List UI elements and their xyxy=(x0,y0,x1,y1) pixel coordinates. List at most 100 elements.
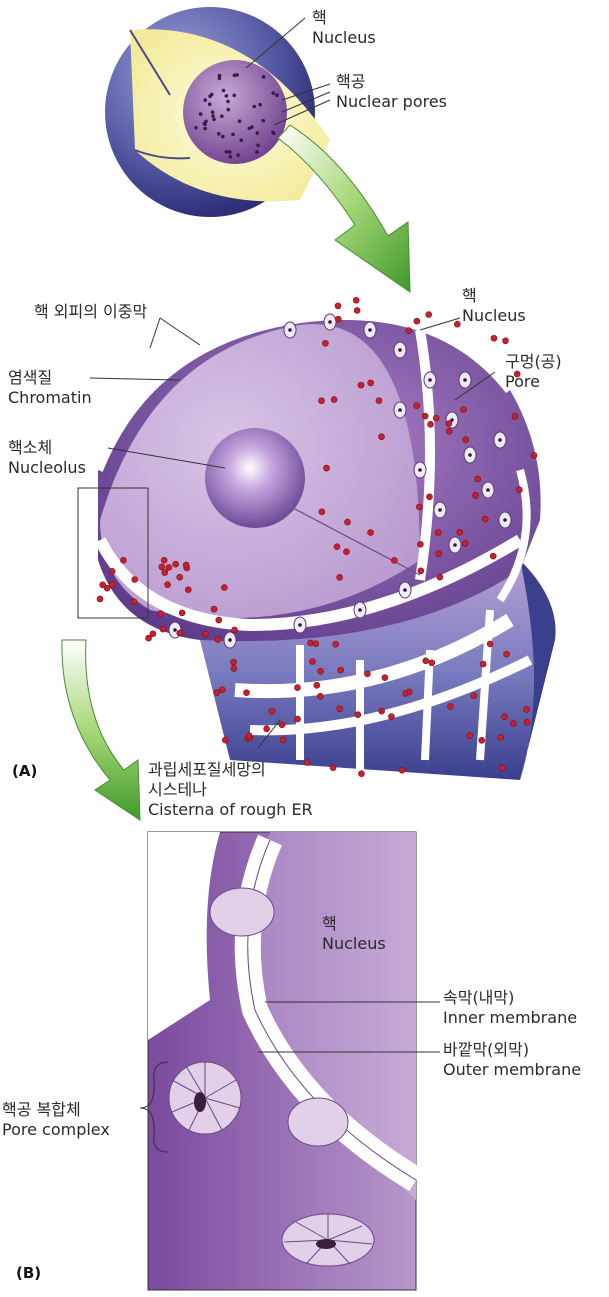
ribosome xyxy=(162,570,168,576)
ribosome xyxy=(358,771,364,777)
pore-center xyxy=(418,468,422,472)
nuclear-pore-dot xyxy=(255,131,259,135)
ribosome xyxy=(160,626,166,632)
ribosome xyxy=(436,551,442,557)
ribosome xyxy=(391,557,397,563)
top-nucleus-en: Nucleus xyxy=(312,28,376,48)
ribosome xyxy=(246,733,252,739)
ribosome xyxy=(414,403,420,409)
ribosome xyxy=(343,549,349,555)
inner-en: Inner membrane xyxy=(443,1008,577,1028)
outer-en: Outer membrane xyxy=(443,1060,581,1080)
ribosome xyxy=(310,659,316,665)
ribosome xyxy=(376,398,382,404)
ribosome xyxy=(179,610,185,616)
ribosome xyxy=(243,690,249,696)
ribosome xyxy=(480,661,486,667)
ribosome xyxy=(379,434,385,440)
panel-b xyxy=(148,832,416,1290)
nuclear-pore-dot xyxy=(208,102,212,106)
nuclear-pore-dot xyxy=(211,110,215,114)
pore-complex-ko: 핵공 복합체 xyxy=(2,1100,110,1120)
nucleus-ko: 핵 xyxy=(462,286,526,306)
nuclear-pore-dot xyxy=(218,74,222,78)
chromatin-ko: 염색질 xyxy=(8,368,92,388)
ribosome xyxy=(512,413,518,419)
ribosome xyxy=(358,382,364,388)
ribosome xyxy=(382,675,388,681)
outer-membrane-label: 바깥막(외막) Outer membrane xyxy=(443,1040,581,1080)
nuclear-pore-dot xyxy=(194,126,198,130)
ribosome xyxy=(487,641,493,647)
ribosome xyxy=(414,318,420,324)
ribosome xyxy=(280,737,286,743)
ribosome xyxy=(437,574,443,580)
ribosome xyxy=(319,509,325,515)
pore-center xyxy=(503,518,507,522)
ribosome xyxy=(463,437,469,443)
ribosome xyxy=(433,415,439,421)
ribosome xyxy=(354,307,360,313)
ribosome xyxy=(97,596,103,602)
ribosome xyxy=(146,635,152,641)
ribosome xyxy=(491,335,497,341)
nuclear-pore-dot xyxy=(217,132,221,136)
ribosome xyxy=(482,516,488,522)
nuclear-pore-dot xyxy=(203,127,207,131)
ribosome xyxy=(418,568,424,574)
ribosome xyxy=(435,530,441,536)
nuclear-pore-dot xyxy=(236,153,240,157)
ribosome xyxy=(203,631,209,637)
ribosome xyxy=(524,719,530,725)
pore-center xyxy=(398,408,402,412)
ribosome xyxy=(214,690,220,696)
ribosome xyxy=(333,641,339,647)
nuclear-pore-dot xyxy=(210,93,214,97)
ribosome xyxy=(510,721,516,727)
nucleus-label: 핵 Nucleus xyxy=(462,286,526,326)
ribosome xyxy=(231,665,237,671)
nuclear-pore-dot xyxy=(262,75,266,79)
ribosome xyxy=(475,476,481,482)
ribosome xyxy=(446,421,452,427)
ribosome xyxy=(120,557,126,563)
nuclear-envelope xyxy=(98,315,541,641)
nuclear-pore-dot xyxy=(275,93,279,97)
ribosome xyxy=(222,737,228,743)
ribosome xyxy=(131,599,137,605)
ribosome xyxy=(337,706,343,712)
ribosome xyxy=(355,712,361,718)
ribosome xyxy=(165,582,171,588)
pore-label: 구멍(공) Pore xyxy=(505,352,562,392)
nuclear-pore-dot xyxy=(231,132,235,136)
ribosome xyxy=(318,668,324,674)
ribosome xyxy=(423,658,429,664)
inner-ko: 속막(내막) xyxy=(443,988,577,1008)
ribosome xyxy=(473,492,479,498)
nuclear-pore-dot xyxy=(212,118,216,122)
ribosome xyxy=(161,557,167,563)
nucleus-en: Nucleus xyxy=(462,306,526,326)
ribosome xyxy=(462,540,468,546)
ribosome xyxy=(417,541,423,547)
ribosome xyxy=(221,585,227,591)
ribosome xyxy=(379,708,385,714)
ribosome xyxy=(368,530,374,536)
ribosome xyxy=(279,722,285,728)
ribosome xyxy=(330,765,336,771)
outer-ko: 바깥막(외막) xyxy=(443,1040,581,1060)
nuclear-pore-dot xyxy=(211,114,215,118)
b-nucleus-en: Nucleus xyxy=(322,934,386,954)
ribosome xyxy=(211,606,217,612)
nuclear-pore-dot xyxy=(220,114,224,118)
ribosome xyxy=(523,706,529,712)
ribosome xyxy=(426,312,432,318)
nuclear-pore-dot xyxy=(226,100,230,104)
zoom-arrow-bottom xyxy=(62,640,140,820)
ribosome xyxy=(426,494,432,500)
pore-center xyxy=(328,320,332,324)
pore-center xyxy=(468,453,472,457)
nuclear-pore-dot xyxy=(255,150,259,154)
top-pores-label: 핵공 Nuclear pores xyxy=(336,72,447,112)
ribosome xyxy=(314,682,320,688)
